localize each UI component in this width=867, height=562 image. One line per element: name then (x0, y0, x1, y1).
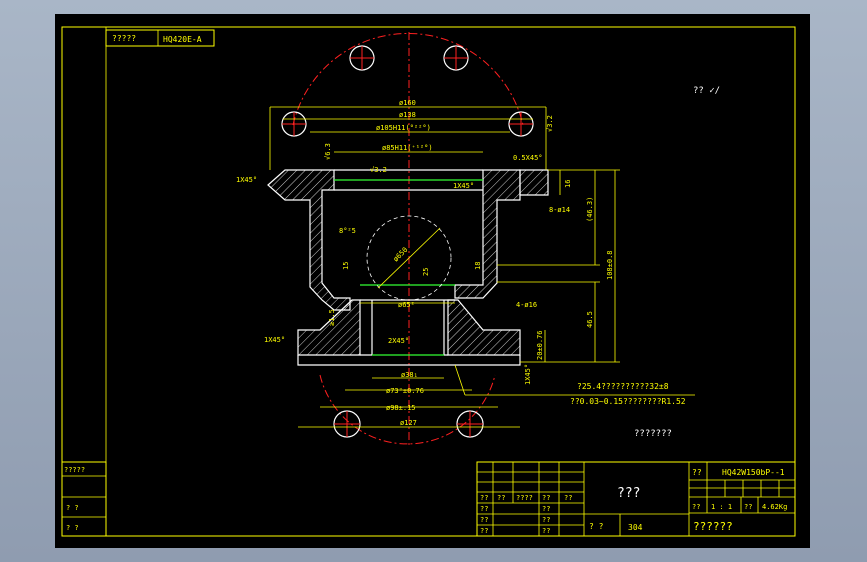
vertical-dimensions (497, 169, 620, 363)
scale-value: 1 : 1 (711, 503, 732, 511)
dim-ref-1-5: ≥1.5 (328, 309, 336, 326)
weight-value: 4.62Kg (762, 503, 787, 511)
dim-ref-15: 15 (342, 262, 350, 270)
grid-r4-c1: ?? (480, 527, 488, 535)
dim-holes-top: 8-ø14 (549, 206, 570, 214)
drawing-code: HQ42W150bP--1 (722, 468, 785, 477)
dim-ref-20: 20±0.76 (536, 330, 544, 360)
grid-r2-c4: ?? (542, 505, 550, 513)
dim-depth-16: 16 (564, 180, 572, 188)
dim-d127: ø127 (400, 419, 417, 427)
code-label: ????? (112, 34, 136, 43)
part-name: ??? (617, 486, 640, 501)
dim-d105: ø105H11(°²²°) (376, 124, 431, 132)
dim-chamfer-bottom-left: 1X45° (264, 336, 285, 344)
roughness-b: √3.2 (546, 115, 554, 132)
company-name: ?????? (693, 520, 733, 533)
grid-r1-c3: ???? (516, 494, 533, 502)
grid-r1-c5: ?? (564, 494, 572, 502)
dim-d38: ø38₁ (401, 371, 418, 379)
grid-r2-c1: ?? (480, 505, 488, 513)
grid-r4-c4: ?? (542, 527, 550, 535)
left-row-b: ? ? (66, 524, 79, 532)
bottom-bolt-hole-2 (456, 410, 484, 438)
grid-r3-c1: ?? (480, 516, 488, 524)
note-hole-depth: ?25.4??????????32±8 (577, 382, 669, 391)
dim-chamfer-top-left: 1X45° (236, 176, 257, 184)
top-bolt-hole-2 (443, 45, 469, 71)
dim-d85: ø85H11(⁺¹²°) (382, 144, 433, 152)
sheet-outer-border (61, 26, 796, 537)
left-row-a: ? ? (66, 504, 79, 512)
dim-holes-bottom: 4-ø16 (516, 301, 537, 309)
dim-chamfer-right: 0.5X45° (513, 154, 543, 162)
drawing-background (55, 14, 810, 548)
dim-d65: ø65² (398, 301, 415, 309)
dim-d138: ø138 (399, 111, 416, 119)
left-panel-label: ????? (64, 466, 85, 474)
note-tolerance: ??0.03~0.15????????R1.52 (570, 397, 686, 406)
scale-label: ?? (692, 503, 700, 511)
grid-r3-c4: ?? (542, 516, 550, 524)
bottom-bolt-hole-1 (333, 410, 361, 438)
drawing-number-top: HQ420E-A (163, 35, 202, 44)
bolt-circle-bottom (319, 374, 496, 445)
material-label: ? ? (589, 522, 604, 531)
dim-ref-25: 25 (422, 268, 430, 276)
material-value: 304 (628, 523, 643, 532)
grid-r1-c2: ?? (497, 494, 505, 502)
dim-height-total: 108±0.8 (606, 250, 614, 280)
dim-chamfer-bottom-right: 1X45° (524, 364, 532, 385)
dim-d98: ø98±.15 (386, 404, 416, 412)
weight-label: ?? (744, 503, 752, 511)
top-bolt-hole-4 (508, 111, 534, 137)
dim-height-lower: 46.5 (586, 311, 594, 328)
top-code-box: ????? HQ420E-A (105, 29, 215, 47)
horizontal-dimensions (269, 106, 547, 428)
dim-d160: ø160 (399, 99, 416, 107)
roughness-c: √6.3 (324, 143, 332, 160)
top-bolt-hole-3 (281, 111, 307, 137)
dim-d73: ø73²±0.76 (386, 387, 424, 395)
drawing-code-label: ?? (692, 468, 702, 477)
grid-r1-c4: ?? (542, 494, 550, 502)
dim-ref-18: 18 (474, 262, 482, 270)
note-tech-requirements: ??????? (634, 429, 672, 439)
dim-chamfer-bore: 2X45° (388, 337, 409, 345)
roughness-note: ?? ✓/ (693, 86, 720, 96)
section-flange-right (519, 169, 549, 196)
title-block: ?? ?? ???? ?? ?? ?? ?? ?? ?? ?? ?? ??? ?… (476, 461, 796, 537)
dim-height-upper: (46.3) (586, 197, 594, 222)
part-drawing: ø160 ø138 ø105H11(°²²°) ø85H11(⁺¹²°) ø65… (236, 32, 695, 445)
top-bolt-hole-1 (349, 45, 375, 71)
left-info-panel: ????? ? ? ? ? (61, 461, 107, 537)
inner-ball-circle (366, 215, 452, 301)
note-leader-1 (454, 364, 466, 396)
grid-r1-c1: ?? (480, 494, 488, 502)
dim-chamfer-inner: 1X45° (453, 182, 474, 190)
dim-angle-8: 8°²5 (339, 227, 356, 235)
roughness-a: √3.2 (370, 166, 387, 174)
section-upper-left (267, 169, 351, 311)
